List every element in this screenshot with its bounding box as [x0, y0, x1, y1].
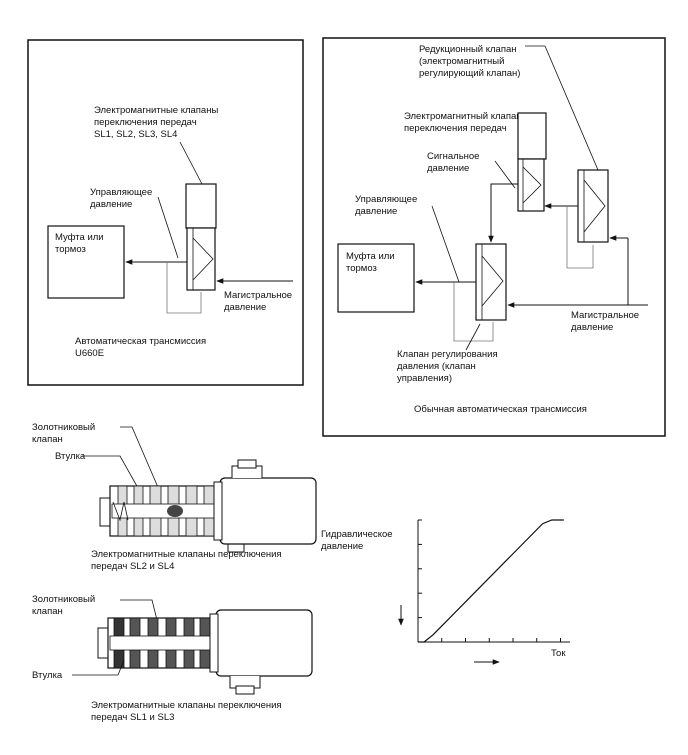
right-feedback-line — [453, 282, 494, 342]
sl1-sl3-spool-label: Золотниковый клапан — [32, 594, 98, 617]
u660e-clutch-label: Муфта или тормоз — [55, 232, 106, 255]
u660e-panel: Электромагнитные клапаны переключения пе… — [27, 39, 304, 386]
sl1-sl3-caption: Электромагнитные клапаны переключения пе… — [91, 700, 284, 723]
sl2-sl4-valve-drawing — [99, 459, 317, 553]
reducing-valve-label: Редукционный клапан (электромагнитный ре… — [419, 44, 520, 79]
reducing-valve-leader — [544, 45, 599, 171]
shift-solenoid-coil — [517, 112, 547, 160]
conventional-at-panel: Редукционный клапан (электромагнитный ре… — [322, 37, 666, 437]
pressure-current-chart: Гидравлическое давление Ток — [321, 519, 570, 665]
shift-solenoid-valve-body — [517, 158, 545, 212]
u660e-clutch-brake-box — [47, 225, 125, 299]
valve-sl2-sl4-illustration: Золотниковый клапан Втулка — [32, 422, 317, 572]
sl1-sl3-valve-drawing — [97, 609, 313, 695]
u660e-control-pressure-leader — [157, 196, 179, 259]
chart-xlabel: Ток — [551, 648, 566, 659]
right-clutch-brake-box — [337, 243, 415, 313]
u660e-solenoid-coil — [185, 183, 217, 229]
right-clutch-label: Муфта или тормоз — [346, 251, 397, 274]
u660e-caption: Автоматическая трансмиссия U660E — [75, 336, 209, 359]
u660e-line-pressure-label: Магистральное давление — [224, 290, 295, 313]
sl2-sl4-sleeve-label: Втулка — [55, 451, 86, 462]
shift-solenoid-label: Электромагнитный клапан переключения пер… — [404, 111, 524, 134]
sl2-sl4-caption: Электромагнитные клапаны переключения пе… — [91, 549, 284, 572]
u660e-panel-frame — [27, 39, 304, 386]
signal-pressure-line — [488, 183, 518, 243]
u660e-solenoid-label: Электромагнитные клапаны переключения пе… — [94, 105, 221, 140]
conventional-at-panel-frame — [322, 37, 666, 437]
pressure-control-valve-leader — [465, 323, 481, 351]
right-control-pressure-leader — [431, 205, 460, 283]
reducing-valve-body — [577, 169, 609, 243]
pressure-control-valve-body — [475, 243, 507, 321]
pressure-control-valve-label: Клапан регулирования давления (клапан уп… — [397, 349, 500, 384]
sl2-sl4-spool-label: Золотниковый клапан — [32, 422, 98, 445]
u660e-solenoid-valve-body — [186, 227, 216, 291]
right-line-pressure-label: Магистральное давление — [571, 310, 642, 333]
u660e-solenoid-leader — [179, 141, 203, 185]
u660e-control-pressure-label: Управляющее давление — [90, 187, 155, 210]
reducing-valve-feedback — [566, 206, 594, 269]
signal-pressure-label: Сигнальное давление — [427, 151, 482, 174]
right-control-pressure-label: Управляющее давление — [355, 194, 420, 217]
sl1-sl3-sleeve-label: Втулка — [32, 670, 63, 681]
conventional-at-caption: Обычная автоматическая трансмиссия — [414, 404, 587, 415]
valve-sl1-sl3-illustration: Золотниковый клапан Втулка Электромагнит… — [32, 594, 313, 723]
u660e-feedback-line — [166, 262, 202, 314]
chart-ylabel: Гидравлическое давление — [321, 529, 395, 552]
chart-series-line — [418, 519, 564, 643]
